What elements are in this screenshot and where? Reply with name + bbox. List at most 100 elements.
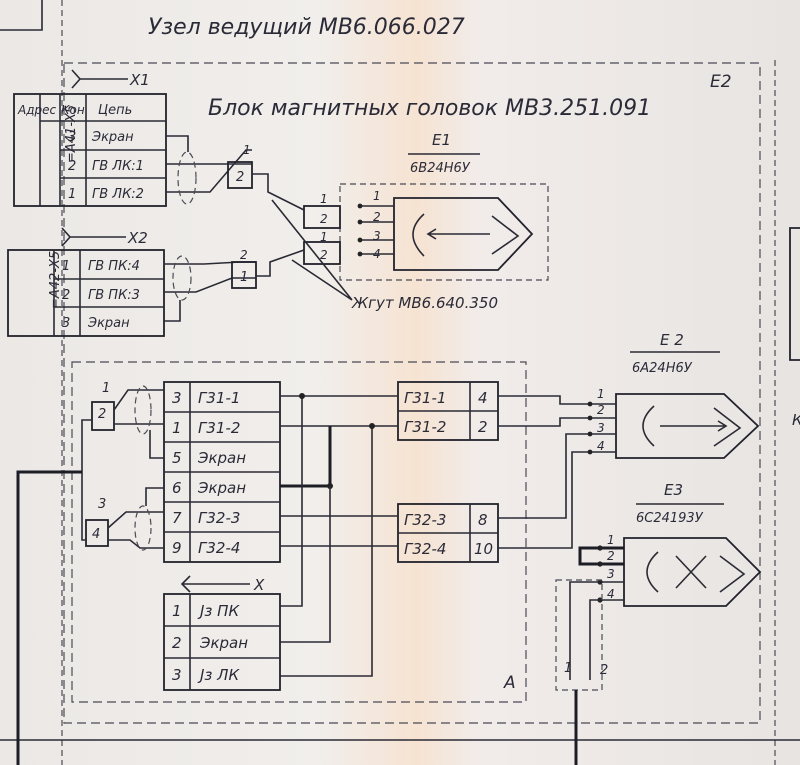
a-pin-1: 1 xyxy=(172,419,182,437)
e1-mark-2a: 2 xyxy=(320,212,328,226)
a-twist-mark-4: 4 xyxy=(92,527,100,542)
a-pin-7: 7 xyxy=(172,509,182,527)
a-twist-mark-2: 2 xyxy=(98,407,106,422)
mid-bottom-pin-10: 10 xyxy=(474,540,493,558)
x-circuit-jz-lk: Jз ЛК xyxy=(197,666,240,684)
x1-pin-2: 2 xyxy=(68,159,76,174)
e1-mark-2b: 2 xyxy=(320,248,328,262)
x-pin-3: 3 xyxy=(172,666,182,684)
x2-circuit-gvpk4: ГВ ПК:4 xyxy=(88,259,140,274)
e3-head-symbol xyxy=(623,537,762,607)
e2-ref: E 2 xyxy=(660,331,684,349)
e3-pin-4: 4 xyxy=(607,587,615,601)
x2-mark-2: 2 xyxy=(240,248,248,262)
x1-arrow-icon xyxy=(71,69,128,89)
e1-type: 6В24Н6У xyxy=(410,161,471,176)
x2-circuit-screen: Экран xyxy=(87,316,130,331)
x1-col-address: Адрес xyxy=(17,103,57,117)
e1-gap-arc xyxy=(412,213,425,257)
x-circuit-jz-pk: Jз ПК xyxy=(197,602,240,620)
x1-mark-1: 1 xyxy=(243,143,251,157)
e3-cable-mark-2: 2 xyxy=(600,663,608,678)
e2-pin-2: 2 xyxy=(597,403,605,417)
a-pin-6: 6 xyxy=(172,479,182,497)
block-e2-frame xyxy=(63,62,761,724)
e3-ref: E3 xyxy=(664,481,683,499)
x1-mark-2: 2 xyxy=(236,170,244,185)
edge-k-label: К xyxy=(792,411,800,429)
a-pin-3: 3 xyxy=(172,389,182,407)
e2-head-symbol xyxy=(615,393,760,459)
right-edge-component xyxy=(789,227,800,361)
e2-type: 6А24Н6У xyxy=(632,361,693,376)
a-main-ground-lead xyxy=(16,470,82,765)
a-pin-9: 9 xyxy=(172,539,182,557)
x1-circuit-gvlk2: ГВ ЛК:2 xyxy=(92,187,144,202)
a-twist-mark-3: 3 xyxy=(98,497,106,512)
harness-leader-lines xyxy=(271,199,353,301)
module-a-mid-top-table: Г31-1 4 Г31-2 2 xyxy=(397,381,499,441)
e1-ref: E1 xyxy=(432,131,451,149)
x1-shield-ellipse xyxy=(177,151,197,205)
x1-col-circuit: Цепь xyxy=(98,103,132,118)
e3-type: 6С24193У xyxy=(636,511,704,526)
x1-pin-1: 1 xyxy=(68,187,76,202)
x2-pin-2: 2 xyxy=(62,288,70,303)
x2-label: X2 xyxy=(127,229,148,247)
connector-x1: X1 Адрес Кон Цепь =А41-X5 3 Экран 2 ГВ Л… xyxy=(13,69,253,207)
connector-x: X 1 Jз ПК 2 Экран 3 Jз ЛК xyxy=(163,575,281,691)
a-x-wires xyxy=(280,396,373,677)
x1-pin-3: 3 xyxy=(68,130,76,145)
page-title: Узел ведущий МВ6.066.027 xyxy=(148,15,465,40)
e2-pin-1: 1 xyxy=(597,387,605,401)
a-screen-bus-1 xyxy=(280,426,332,488)
e2-pin-4: 4 xyxy=(597,439,605,453)
a-circuit-screen-5: Экран xyxy=(197,449,246,467)
e3-cable-mark-1: 1 xyxy=(564,661,572,676)
module-a-input-pairs: 1 2 3 4 xyxy=(16,381,164,765)
e3-cable-wires xyxy=(569,581,600,680)
head-e2: E 2 6А24Н6У 1 2 3 4 xyxy=(587,331,760,459)
mid-bottom-circuit-g32-4: Г32-4 xyxy=(404,540,446,558)
x2-pin-1: 1 xyxy=(62,259,70,274)
x1-terminal xyxy=(227,161,253,189)
x1-screen-lead xyxy=(166,135,189,152)
a-circuit-g32-3: Г32-3 xyxy=(198,509,240,527)
e2-direction-arrow-icon xyxy=(660,407,742,447)
block-title: Блок магнитных головок МВ3.251.091 xyxy=(208,96,651,121)
e1-mark-1b: 1 xyxy=(320,230,328,244)
x2-table xyxy=(7,249,165,337)
e2-pin-3: 3 xyxy=(597,421,605,435)
module-a-frame xyxy=(71,361,527,703)
e1-pin-2: 2 xyxy=(373,210,381,224)
e1-terminal-upper xyxy=(303,205,341,229)
a-shield-ellipse-bottom xyxy=(134,505,152,551)
x2-arrow-icon xyxy=(61,227,126,247)
e1-mark-1a: 1 xyxy=(320,192,328,206)
e2-gap-arc xyxy=(642,405,655,447)
x-label: X xyxy=(253,576,265,594)
e1-pin-leads xyxy=(360,205,394,255)
x2-shield-ellipse xyxy=(172,255,192,301)
connector-x2: X2 =А42-X5 1 ГВ ПК:4 2 ГВ ПК:3 3 Экран 2… xyxy=(7,227,257,337)
x2-pin-3: 3 xyxy=(62,316,70,331)
a-circuit-screen-6: Экран xyxy=(197,479,246,497)
a-signal-wires xyxy=(280,395,398,547)
harness-label: Жгут МВ6.640.350 xyxy=(351,294,498,312)
x2-circuit-gvpk3: ГВ ПК:3 xyxy=(88,288,140,303)
a-circuit-g31-1: Г31-1 xyxy=(198,389,240,407)
e3-gap-arc xyxy=(646,551,659,593)
a-circuit-g31-2: Г31-2 xyxy=(198,419,240,437)
mid-bottom-circuit-g32-3: Г32-3 xyxy=(404,511,446,529)
head-e3: E3 6С24193У 1 2 3 4 1 2 xyxy=(555,481,762,765)
a-to-e2-wires xyxy=(498,395,590,549)
mid-top-circuit-g31-1: Г31-1 xyxy=(404,389,446,407)
e3-pin-2: 2 xyxy=(607,549,615,563)
e1-pin-1: 1 xyxy=(373,189,381,203)
e1-pin-3: 3 xyxy=(373,229,381,243)
e3-erase-cross-icon xyxy=(675,555,746,593)
module-a-mid-bottom-table: Г32-3 8 Г32-4 10 xyxy=(397,503,499,563)
x2-screen-lead xyxy=(164,300,181,322)
